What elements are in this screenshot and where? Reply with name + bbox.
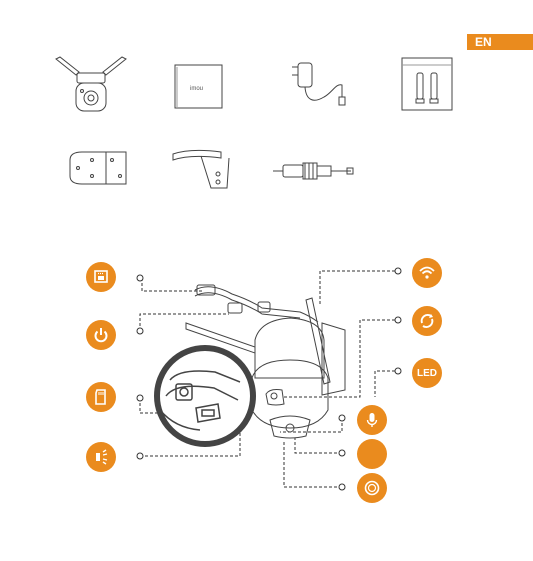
power-icon — [92, 326, 110, 344]
led-badge: LED — [412, 358, 442, 388]
microphone-icon — [363, 411, 381, 429]
blank-badge — [357, 439, 387, 469]
power-badge — [86, 320, 116, 350]
microphone-badge — [357, 405, 387, 435]
led-label: LED — [417, 368, 437, 379]
speaker-badge — [357, 473, 387, 503]
wifi-icon — [418, 264, 436, 282]
floodlight-badge — [86, 442, 116, 472]
floodlight-icon — [92, 448, 110, 466]
sd-card-icon — [92, 388, 110, 406]
reset-icon — [418, 312, 436, 330]
wifi-badge — [412, 258, 442, 288]
reset-badge — [412, 306, 442, 336]
zoom-circle — [157, 348, 253, 444]
network-port-icon — [92, 268, 110, 286]
speaker-icon — [363, 479, 381, 497]
network-port-badge — [86, 262, 116, 292]
sd-card-badge — [86, 382, 116, 412]
